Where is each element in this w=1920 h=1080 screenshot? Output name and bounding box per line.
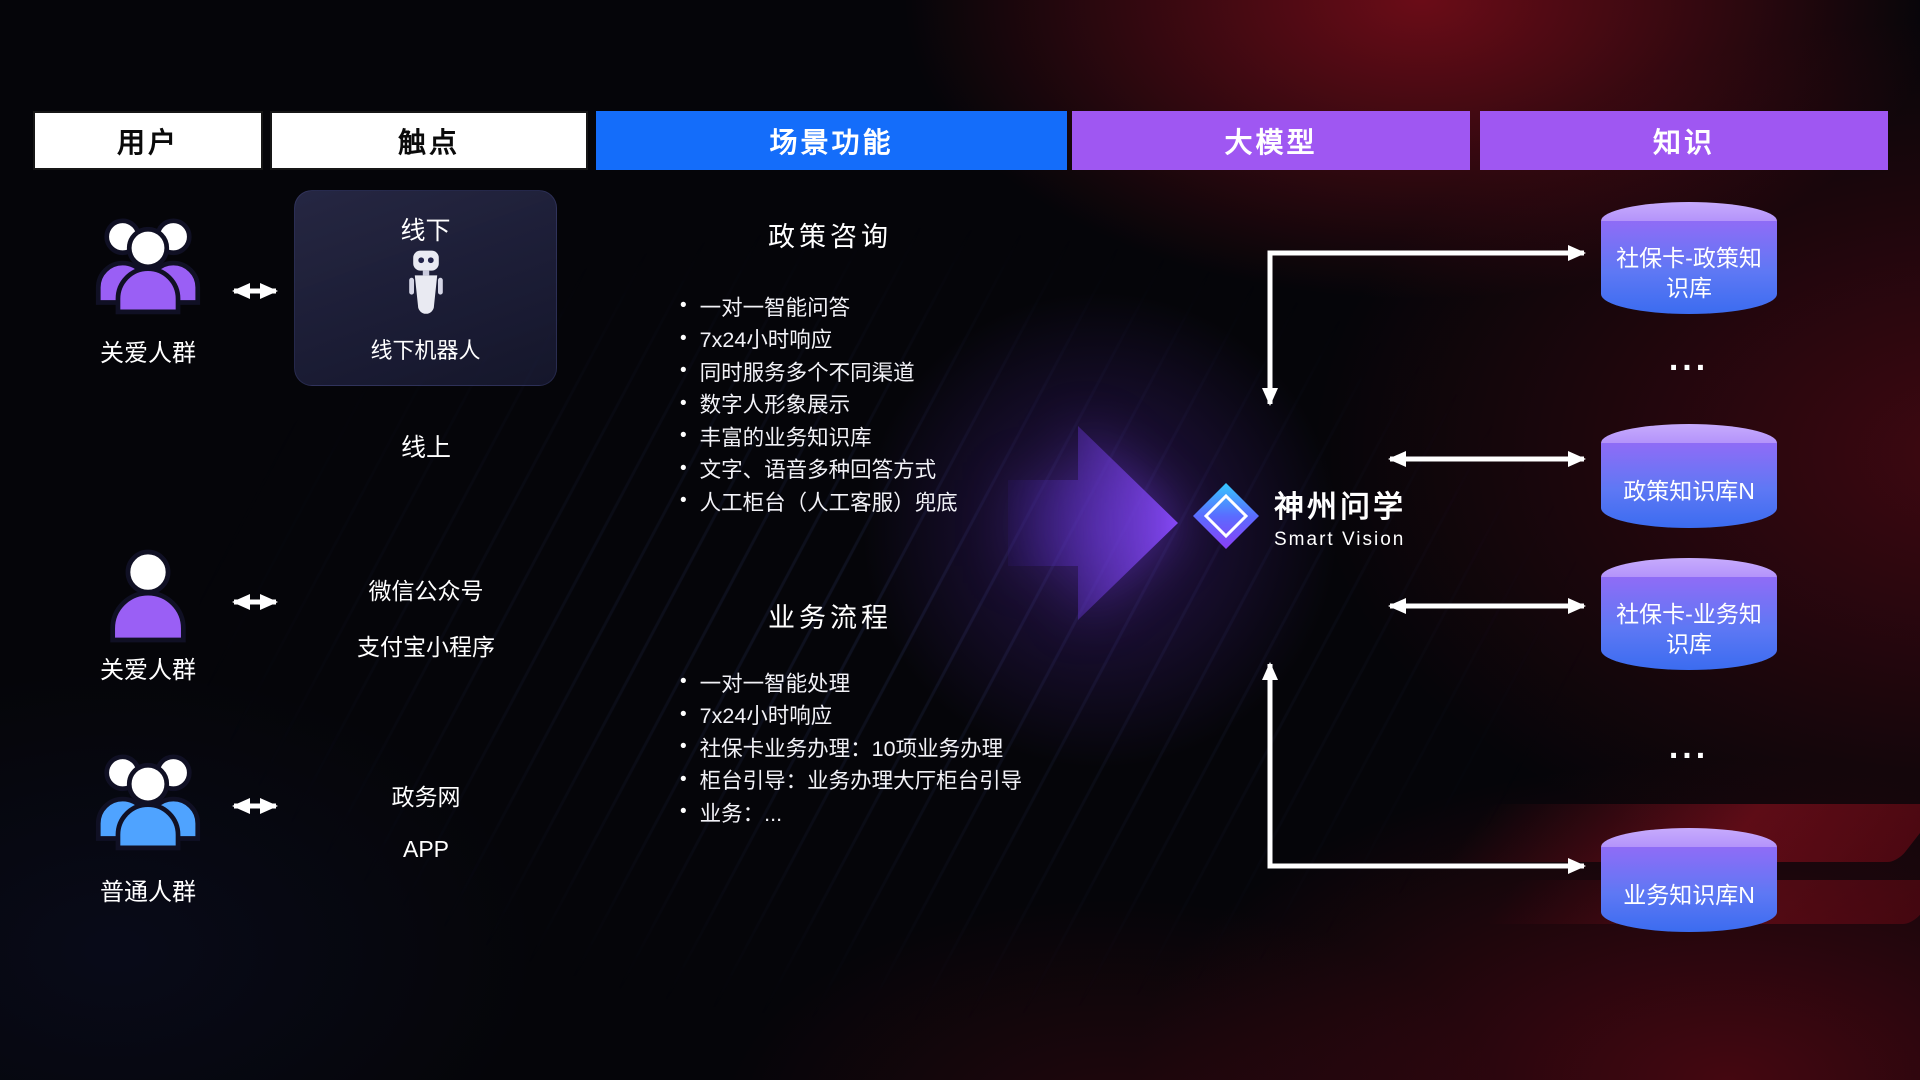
model-logo-block: 神州问学 Smart Vision xyxy=(1190,480,1406,552)
header-label: 大模型 xyxy=(1224,126,1318,158)
channel-wechat: 微信公众号 xyxy=(368,578,484,604)
database-label: 社保卡-业务知识库 xyxy=(1616,600,1762,657)
logo-diamond-icon xyxy=(1193,483,1259,549)
channel-alipay: 支付宝小程序 xyxy=(357,634,495,660)
flow-arrow-icon xyxy=(1008,426,1178,620)
list-item: 丰富的业务知识库 xyxy=(680,420,958,453)
channel-gov-web: 政务网 xyxy=(391,784,461,810)
list-item: 柜台引导：业务办理大厅柜台引导 xyxy=(680,764,1023,797)
header-col-scenarios: 场景功能 xyxy=(596,111,1067,170)
database-icon: 社保卡-业务知识库 xyxy=(1601,558,1777,670)
header-col-model: 大模型 xyxy=(1072,111,1470,170)
user-group-label: 关爱人群 xyxy=(100,340,196,367)
database-label: 社保卡-政策知识库 xyxy=(1616,244,1762,301)
scenario-title-business: 业务流程 xyxy=(768,603,892,633)
database-icon: 社保卡-政策知识库 xyxy=(1601,202,1777,314)
robot-icon xyxy=(402,247,450,320)
list-item: 文字、语音多种回答方式 xyxy=(680,453,958,486)
list-item: 业务：... xyxy=(680,796,1022,829)
user-group-label: 普通人群 xyxy=(100,879,196,906)
ellipsis-label: ... xyxy=(1668,340,1710,378)
list-item: 人工柜台（人工客服）兜底 xyxy=(680,485,958,518)
model-logo-text: 神州问学 Smart Vision xyxy=(1274,482,1406,551)
scenario-policy-list: 一对一智能问答 7x24小时响应 同时服务多个不同渠道 数字人形象展示 丰富的业… xyxy=(680,290,958,518)
header-label: 用户 xyxy=(116,126,179,158)
model-name: 神州问学 xyxy=(1274,490,1406,524)
database-label: 业务知识库N xyxy=(1623,881,1755,908)
database-body: 政策知识库N xyxy=(1601,443,1777,528)
online-title: 线上 xyxy=(400,434,452,462)
channel-app: APP xyxy=(402,836,450,862)
user-group-label: 关爱人群 xyxy=(100,657,196,684)
database-body: 业务知识库N xyxy=(1601,847,1777,932)
database-body: 社保卡-政策知识库 xyxy=(1601,221,1777,314)
list-item: 数字人形象展示 xyxy=(680,388,958,421)
database-label: 政策知识库N xyxy=(1623,477,1755,504)
connector-arrow xyxy=(1262,662,1586,874)
header-col-knowledge: 知识 xyxy=(1480,111,1888,170)
list-item: 7x24小时响应 xyxy=(680,323,958,356)
offline-title: 线下 xyxy=(400,217,451,245)
list-item: 一对一智能问答 xyxy=(680,290,958,323)
database-body: 社保卡-业务知识库 xyxy=(1601,577,1777,670)
database-icon: 政策知识库N xyxy=(1601,424,1777,528)
group-people-icon xyxy=(87,212,209,321)
header-col-touchpoints: 触点 xyxy=(270,111,588,170)
scenario-title-policy: 政策咨询 xyxy=(768,222,892,252)
connector-arrow xyxy=(1262,245,1586,406)
scenario-business-list: 一对一智能处理 7x24小时响应 社保卡业务办理：10项业务办理 柜台引导：业务… xyxy=(680,666,1023,829)
robot-label: 线下机器人 xyxy=(370,338,481,363)
single-person-icon xyxy=(105,548,191,649)
list-item: 同时服务多个不同渠道 xyxy=(680,355,958,388)
offline-touchpoint-card: 线下 线下机器人 xyxy=(294,190,557,386)
list-item: 社保卡业务办理：10项业务办理 xyxy=(680,731,1022,764)
list-item: 一对一智能处理 xyxy=(680,666,1022,699)
ellipsis-label: ... xyxy=(1668,728,1710,766)
header-label: 场景功能 xyxy=(769,126,894,158)
model-subtitle: Smart Vision xyxy=(1274,528,1406,550)
database-icon: 业务知识库N xyxy=(1601,828,1777,932)
header-col-users: 用户 xyxy=(33,111,263,170)
header-label: 触点 xyxy=(397,126,460,158)
group-people-icon xyxy=(87,748,209,857)
header-label: 知识 xyxy=(1652,126,1715,158)
list-item: 7x24小时响应 xyxy=(680,699,1022,732)
